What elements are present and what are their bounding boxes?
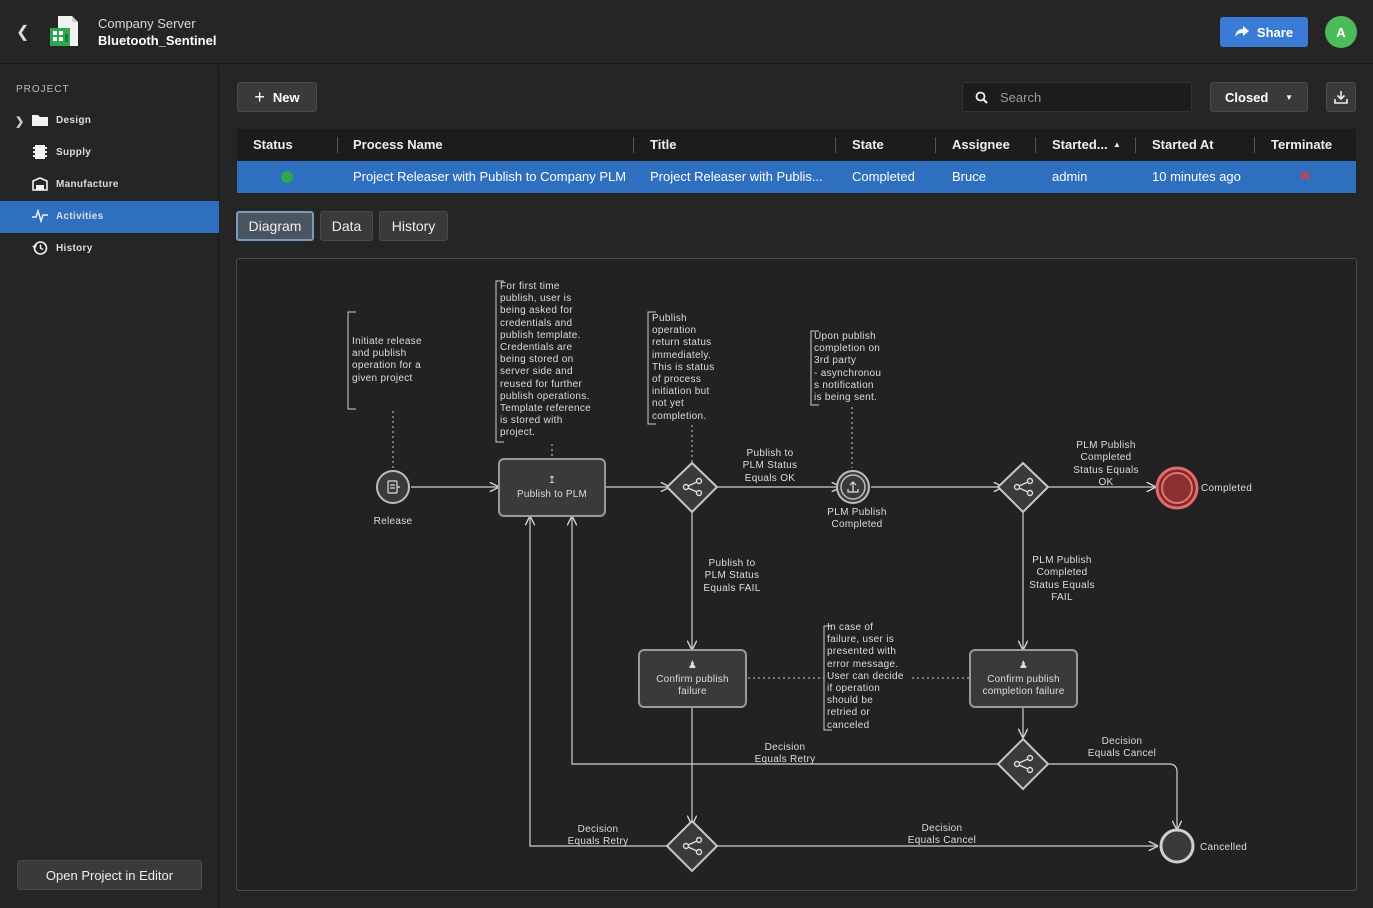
publish-to-plm-task[interactable]: ↥ Publish to PLM: [498, 458, 606, 517]
table-header: Status Process Name Title State Assignee…: [237, 129, 1356, 161]
message-icon: [387, 480, 400, 494]
new-label: New: [272, 89, 300, 105]
cancelled-end-event[interactable]: [1159, 828, 1195, 864]
cell-process-name: Project Releaser with Publish to Company…: [353, 169, 627, 184]
caret-down-icon: ▼: [1285, 92, 1293, 102]
top-bar: ❮ Company Server Bluetooth_Sentinel Shar…: [0, 0, 1373, 64]
sidebar-section-label: PROJECT: [16, 84, 70, 95]
tab-data[interactable]: Data: [320, 211, 373, 241]
gateway-completion-decision[interactable]: [996, 737, 1050, 791]
share-label: Share: [1256, 24, 1294, 40]
sidebar-item-label: Activities: [56, 210, 104, 222]
tab-history[interactable]: History: [379, 211, 448, 241]
column-header-terminate[interactable]: Terminate: [1271, 137, 1333, 152]
column-header-process-name[interactable]: Process Name: [353, 137, 443, 152]
cell-title: Project Releaser with Publis...: [650, 169, 823, 184]
download-icon: [1334, 91, 1348, 104]
activity-icon: [31, 208, 49, 226]
cell-started-at: 10 minutes ago: [1152, 169, 1241, 184]
upload-icon: [847, 481, 859, 493]
column-header-started-by[interactable]: Started...: [1052, 137, 1108, 152]
open-project-in-editor-button[interactable]: Open Project in Editor: [17, 860, 202, 890]
project-name: Bluetooth_Sentinel: [98, 33, 217, 48]
download-button[interactable]: [1326, 82, 1356, 112]
sidebar-item-label: Supply: [56, 146, 92, 158]
gateway-publish-status[interactable]: [665, 461, 719, 514]
folder-icon: [31, 114, 49, 129]
column-header-status[interactable]: Status: [253, 137, 293, 152]
cell-assignee: Bruce: [952, 169, 986, 184]
search-input[interactable]: [1000, 89, 1170, 105]
sidebar-item-design[interactable]: ❯ Design: [0, 105, 219, 137]
upload-icon: ↥: [547, 474, 557, 486]
diagram-connectors: [347, 280, 1199, 873]
manufacture-icon: [31, 176, 49, 194]
cell-state: Completed: [852, 169, 915, 184]
column-header-assignee[interactable]: Assignee: [952, 137, 1010, 152]
user-icon: ♟: [687, 659, 698, 671]
tab-diagram[interactable]: Diagram: [236, 211, 314, 241]
confirm-publish-failure-task[interactable]: ♟ Confirm publish failure: [638, 649, 747, 708]
gateway-completion-status[interactable]: [996, 461, 1050, 514]
terminate-icon[interactable]: ✕: [1299, 168, 1312, 185]
server-app-icon: [50, 16, 78, 46]
search-box[interactable]: [962, 82, 1192, 112]
process-table: Status Process Name Title State Assignee…: [237, 129, 1356, 193]
sidebar: PROJECT ❯ Design Supply Manufacture Acti…: [0, 65, 219, 908]
column-header-state[interactable]: State: [852, 137, 884, 152]
search-icon: [975, 91, 988, 104]
sidebar-item-label: Manufacture: [56, 178, 119, 190]
sidebar-item-manufacture[interactable]: Manufacture: [0, 169, 219, 201]
new-button[interactable]: + New: [237, 82, 317, 112]
sidebar-item-activities[interactable]: Activities: [0, 201, 219, 233]
plus-icon: +: [254, 87, 265, 107]
sidebar-item-label: Design: [56, 114, 92, 126]
share-button[interactable]: Share: [1220, 17, 1308, 47]
gateway-failure-decision[interactable]: [665, 819, 719, 873]
column-header-started-at[interactable]: Started At: [1152, 137, 1214, 152]
release-label: Release: [373, 516, 413, 527]
status-indicator: [281, 171, 293, 183]
chevron-right-icon[interactable]: ❯: [15, 115, 25, 128]
sidebar-item-supply[interactable]: Supply: [0, 137, 219, 169]
avatar[interactable]: A: [1325, 16, 1357, 48]
cell-started-by: admin: [1052, 169, 1088, 184]
share-icon: [1234, 26, 1249, 37]
column-header-title[interactable]: Title: [650, 137, 677, 152]
table-row[interactable]: Project Releaser with Publish to Company…: [237, 161, 1356, 193]
user-icon: ♟: [1018, 659, 1029, 671]
sidebar-item-label: History: [56, 242, 93, 254]
history-icon: [31, 240, 49, 259]
sidebar-item-history[interactable]: History: [0, 233, 219, 265]
supply-icon: [31, 144, 49, 163]
status-filter-value: Closed: [1225, 89, 1269, 105]
back-arrow-icon[interactable]: ❮: [16, 24, 30, 41]
completed-label: Completed: [1201, 483, 1253, 494]
server-title: Company Server: [98, 16, 196, 31]
cancelled-label: Cancelled: [1200, 842, 1248, 853]
status-filter-dropdown[interactable]: Closed ▼: [1210, 82, 1308, 112]
sort-ascending-icon[interactable]: ▲: [1113, 140, 1121, 149]
release-start-event[interactable]: [376, 470, 410, 504]
confirm-publish-completion-failure-task[interactable]: ♟ Confirm publish completion failure: [969, 649, 1078, 708]
